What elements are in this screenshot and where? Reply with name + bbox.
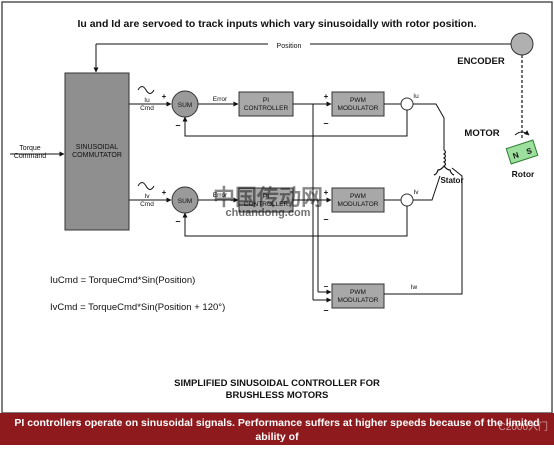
iu-pwm-plus: + [324,92,329,101]
sine-wave-iv [137,182,155,190]
iu-pwm-minus: – [323,118,328,128]
torque-command-label-2: Command [14,153,46,160]
iw-to-motor-line [426,167,463,295]
header-text: Iu and Id are servoed to track inputs wh… [77,18,476,30]
iu-cmd-label-1: Iu [144,97,150,104]
stator-coil-u [442,149,447,167]
equation-iu: IuCmd = TorqueCmd*Sin(Position) [50,275,195,286]
iu-pwm-label-1: PWM [350,97,366,104]
rotor-rotation-arrow [514,130,530,136]
iw-pwm-label-2: MODULATOR [338,297,379,304]
iv-pwm-modulator-block [331,187,385,213]
watermark-url: chuandong.com [226,207,311,219]
iv-pwm-plus: + [324,188,329,197]
iu-sum-label: SUM [178,102,192,109]
iu-current-sensor [400,97,414,111]
watermark-cn: 中国传动网 [213,185,323,210]
iu-pi-label-1: PI [263,97,269,104]
iv-pwm-label-1: PWM [350,193,366,200]
rotor-body [505,139,539,165]
iv-to-motor-line [426,175,441,201]
iv-pi-label-2: CONTROLLER [244,201,289,208]
title-line-1: SIMPLIFIED SINUSOIDAL CONTROLLER FOR [174,378,380,389]
diagram-canvas: Iu and Id are servoed to track inputs wh… [1,1,553,414]
rotor-label: Rotor [512,169,535,179]
iw-pwm-minus-bottom: – [323,305,328,315]
iv-sum-label: SUM [178,198,192,205]
caption-bar: PI controllers operate on sinusoidal sig… [0,413,554,457]
iu-pi-controller-block [238,91,294,117]
encoder-symbol [510,32,534,56]
caption-line-1: PI controllers operate on sinusoidal sig… [14,417,540,443]
iv-sum-plus: + [162,188,167,197]
iv-sum-minus: – [175,216,180,226]
iu-pi-label-2: CONTROLLER [244,105,289,112]
stator-coil-w [443,165,455,176]
iu-sum-minus: – [175,120,180,130]
iu-pwm-modulator-block [331,91,385,117]
commutator-label-2: COMMUTATOR [72,152,122,159]
iv-cmd-label-1: Iv [144,193,150,200]
iw-pwm-modulator-block [331,283,385,309]
iv-label: Iv [413,189,419,196]
stator-coil-v [433,165,445,176]
iw-pwm-minus-top: – [324,282,329,291]
position-label: Position [277,43,302,50]
iu-to-motor-line [426,103,445,150]
iv-current-sensor [400,193,414,207]
iv-cmd-label-2: Cmd [140,201,154,208]
encoder-label: ENCODER [457,56,505,67]
iw-label: Iw [411,284,418,291]
motor-label: MOTOR [464,128,499,139]
iv-pi-label-1: PI [263,193,269,200]
iv-error-label: Error [213,192,228,199]
rotor-magnet: N S [505,139,539,165]
iu-error-label: Error [213,96,228,103]
iv-pwm-label-2: MODULATOR [338,201,379,208]
iu-pwm-label-2: MODULATOR [338,105,379,112]
sinusoidal-commutator-block [64,72,130,231]
iu-cmd-label-2: Cmd [140,105,154,112]
torque-command-label-1: Torque [19,145,41,152]
iv-feedback-line [182,206,408,237]
equation-iv: IvCmd = TorqueCmd*Sin(Position + 120°) [50,302,225,313]
iu-label: Iu [413,93,419,100]
position-label-bg [268,40,310,49]
iv-pi-controller-block [238,187,294,213]
iu-sum-plus: + [162,92,167,101]
caption-line-2: the controllers to accurately track time… [141,445,413,457]
sine-wave-iu [137,86,155,94]
iu-feedback-line [182,110,408,137]
title-line-2: BRUSHLESS MOTORS [226,390,329,401]
commutator-label-1: SINUSOIDAL [76,144,119,151]
iv-pwm-minus: – [323,214,328,224]
stator-label: Stator [440,176,463,185]
rotor-s-pole: S [525,146,533,156]
watermark-corner: C2000入门 [498,422,548,433]
iw-pwm-label-1: PWM [350,289,366,296]
rotor-n-pole: N [512,150,520,160]
